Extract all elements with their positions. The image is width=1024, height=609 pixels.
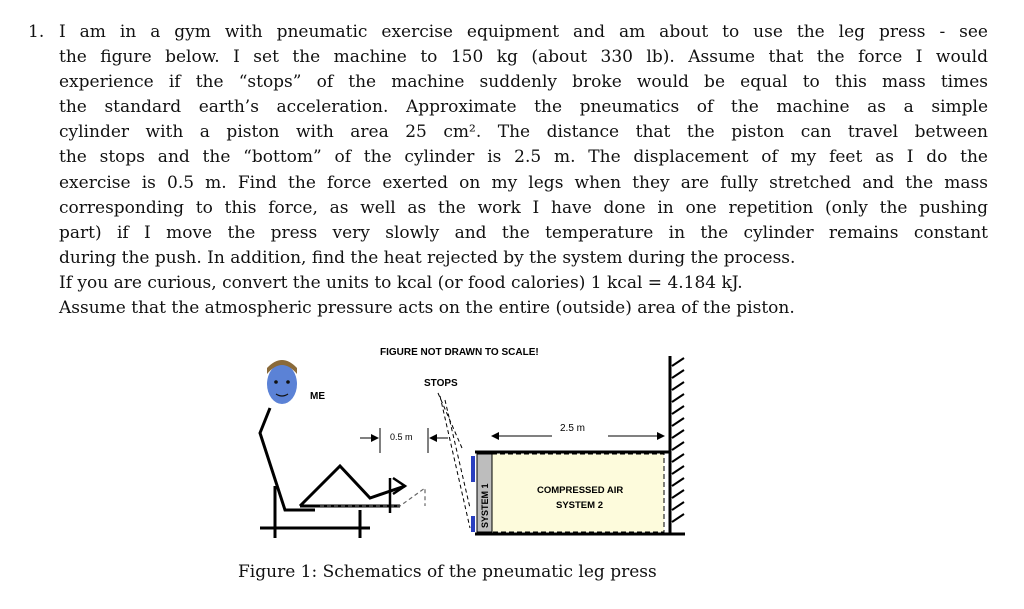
problem-text: I am in a gym with pneumatic exercise eq… [59,20,988,321]
leg-press-schematic: FIGURE NOT DRAWN TO SCALE! STOPS ME [258,347,685,538]
figure-note: FIGURE NOT DRAWN TO SCALE! [380,347,539,358]
me-label: ME [310,391,325,402]
problem-line: cylinder with a piston with area 25 cm².… [59,122,988,143]
problem-line: Assume that the atmospheric pressure act… [59,298,795,319]
problem-line: exercise is 0.5 m. Find the force exerte… [59,172,988,193]
problem-number: 1. [28,22,45,42]
person-body [258,407,406,538]
seat-dashed-outline [320,486,426,507]
cylinder [475,450,685,536]
problem-line: the standard earth’s acceleration. Appro… [59,97,988,118]
piston-stops [471,456,475,532]
figure-caption: Figure 1: Schematics of the pneumatic le… [238,562,657,582]
compressed-air-label: COMPRESSED AIR [537,485,623,496]
system2-label: SYSTEM 2 [556,500,603,511]
wall [668,356,685,534]
system1-label: SYSTEM 1 [480,483,490,528]
problem-line: during the push. In addition, find the h… [59,247,796,268]
displacement-label: 0.5 m [390,432,413,442]
problem-block: 1. I am in a gym with pneumatic exercise… [28,20,988,321]
problem-line: experience if the “stops” of the machine… [59,72,988,93]
stops-indicator [437,392,471,529]
foot-plate [388,476,408,513]
person-face-icon [267,360,297,404]
problem-line: corresponding to this force, as well as … [59,197,988,218]
problem-line: the figure below. I set the machine to 1… [59,47,988,68]
displacement-dimension [360,428,448,453]
length-label: 2.5 m [560,423,585,434]
problem-line: part) if I move the press very slowly an… [59,222,988,243]
problem-line: the stops and the “bottom” of the cylind… [59,147,988,168]
leg-press-figure: FIGURE NOT DRAWN TO SCALE! STOPS ME [230,338,700,548]
stops-label: STOPS [424,378,458,389]
problem-line: I am in a gym with pneumatic exercise eq… [59,22,988,42]
problem-line: If you are curious, convert the units to… [59,272,743,293]
